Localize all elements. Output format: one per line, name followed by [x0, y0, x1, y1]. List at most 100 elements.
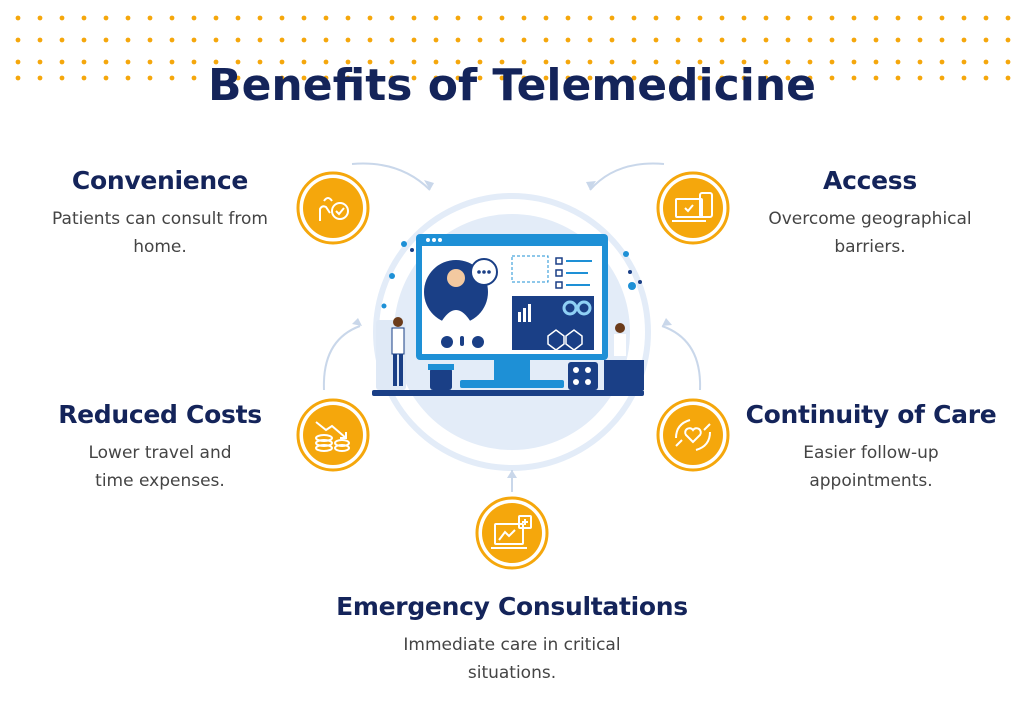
dot [565, 59, 571, 65]
devices-icon [656, 171, 730, 245]
dot [697, 37, 703, 43]
dot [499, 59, 505, 65]
dot [939, 59, 945, 65]
connector-arrows [322, 162, 702, 492]
dot [829, 75, 835, 81]
dot [565, 75, 571, 81]
dot [389, 15, 395, 21]
dot [257, 75, 263, 81]
dot [807, 75, 813, 81]
dot [741, 15, 747, 21]
dot [543, 15, 549, 21]
dot [125, 59, 131, 65]
benefit-access: Access Overcome geographical barriers. [740, 166, 1000, 261]
dot [169, 59, 175, 65]
dot [257, 15, 263, 21]
dot [147, 37, 153, 43]
dot [719, 15, 725, 21]
dot [103, 75, 109, 81]
dot [521, 75, 527, 81]
dot [15, 75, 21, 81]
dot [521, 37, 527, 43]
dot [763, 59, 769, 65]
dot [961, 59, 967, 65]
dot [103, 59, 109, 65]
dot [81, 59, 87, 65]
dot [873, 37, 879, 43]
dot [609, 75, 615, 81]
dot [345, 75, 351, 81]
dot [609, 15, 615, 21]
dot [81, 37, 87, 43]
dot [345, 59, 351, 65]
dot [37, 15, 43, 21]
dot [697, 15, 703, 21]
dot [125, 37, 131, 43]
dot [257, 59, 263, 65]
dot [411, 37, 417, 43]
dot [81, 15, 87, 21]
dot [279, 75, 285, 81]
dot [829, 59, 835, 65]
dot [587, 59, 593, 65]
dot [741, 59, 747, 65]
dot [521, 59, 527, 65]
dot [565, 15, 571, 21]
dot [631, 15, 637, 21]
dot [477, 59, 483, 65]
dot [169, 15, 175, 21]
dot [873, 75, 879, 81]
dot [59, 59, 65, 65]
dot [983, 75, 989, 81]
dot [15, 15, 21, 21]
dot [455, 15, 461, 21]
dot [279, 59, 285, 65]
dot [983, 15, 989, 21]
dot [719, 75, 725, 81]
dot [763, 15, 769, 21]
dot [235, 37, 241, 43]
dot [367, 75, 373, 81]
dot [169, 75, 175, 81]
dot [367, 37, 373, 43]
dot [213, 37, 219, 43]
dot [279, 15, 285, 21]
nurse-figure [376, 317, 406, 390]
dot [653, 15, 659, 21]
dot [147, 75, 153, 81]
dot [675, 15, 681, 21]
dot [323, 59, 329, 65]
dot [873, 15, 879, 21]
patient-figure [568, 323, 644, 390]
dot [37, 37, 43, 43]
dot [191, 59, 197, 65]
dot [191, 75, 197, 81]
dot [763, 75, 769, 81]
dot [609, 59, 615, 65]
hand-check-icon [296, 171, 370, 245]
dot [543, 59, 549, 65]
dot [125, 15, 131, 21]
dot [917, 37, 923, 43]
dot [301, 59, 307, 65]
dot [829, 15, 835, 21]
dot [235, 15, 241, 21]
dot [59, 75, 65, 81]
dot-pattern [15, 15, 1011, 81]
dot [59, 15, 65, 21]
dot [961, 75, 967, 81]
dot [851, 59, 857, 65]
dot [587, 75, 593, 81]
dot [1005, 37, 1011, 43]
dot [301, 75, 307, 81]
benefit-emergency-consultations: Emergency Consultations Immediate care i… [312, 592, 712, 687]
dot [15, 37, 21, 43]
dot [609, 37, 615, 43]
dot [279, 37, 285, 43]
dot [631, 37, 637, 43]
dot [389, 59, 395, 65]
dot [917, 15, 923, 21]
dot [1005, 75, 1011, 81]
dot [983, 59, 989, 65]
